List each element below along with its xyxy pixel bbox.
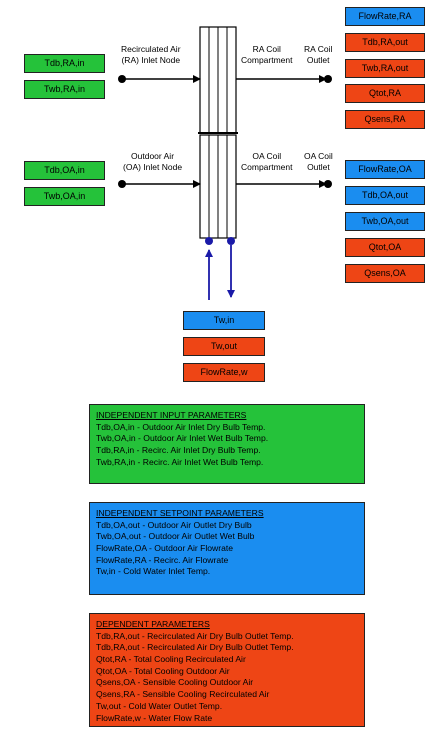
legend-input-item: Tdb,RA,in - Recirc. Air Inlet Dry Bulb T… (96, 445, 261, 456)
legend-dependent-item: FlowRate,w - Water Flow Rate (96, 712, 213, 723)
ra-air-stream (118, 75, 332, 83)
water-outlet-node (227, 237, 235, 245)
legend-dependent-item: Qsens,RA - Sensible Cooling Recirculated… (96, 689, 270, 700)
legend-dependent-title: DEPENDENT PARAMETERS (96, 619, 210, 629)
water-lines (205, 237, 235, 300)
legend-setpoint-title: INDEPENDENT SETPOINT PARAMETERS (96, 508, 264, 518)
twb-oa-out-box: Twb,OA,out (345, 212, 425, 231)
legend-setpoint-item: FlowRate,RA - Recirc. Air Flowrate (96, 554, 229, 565)
legend-dependent-item: Qsens,OA - Sensible Cooling Outdoor Air (96, 677, 254, 688)
legend-input-item: Tdb,OA,in - Outdoor Air Inlet Dry Bulb T… (96, 421, 266, 432)
legend-setpoint-item: Twb,OA,out - Outdoor Air Outlet Wet Bulb (96, 531, 255, 542)
legend-dependent-item: Tdb,RA,out - Recirculated Air Dry Bulb O… (96, 642, 294, 653)
oa-air-stream (118, 180, 332, 188)
tdb-oa-out-box: Tdb,OA,out (345, 186, 425, 205)
legend-setpoint-item: Tdb,OA,out - Outdoor Air Outlet Dry Bulb (96, 519, 252, 530)
tw-in-box: Tw,in (183, 311, 265, 330)
legend-input-title: INDEPENDENT INPUT PARAMETERS (96, 410, 247, 420)
oa-outlet-node (324, 180, 332, 188)
ra-inlet-label: Recirculated Air(RA) Inlet Node (121, 44, 181, 65)
legend-input-item: Twb,RA,in - Recirc. Air Inlet Wet Bulb T… (96, 456, 264, 467)
qsens-ra-box: Qsens,RA (345, 110, 425, 129)
legend-dependent-item: Tw,out - Cold Water Outlet Temp. (96, 700, 223, 711)
legend-setpoint-parameters: INDEPENDENT SETPOINT PARAMETERS Tdb,OA,o… (89, 502, 365, 595)
tw-out-box: Tw,out (183, 337, 265, 356)
twb-ra-in-box: Twb,RA,in (24, 80, 105, 99)
flowrate-w-box: FlowRate,w (183, 363, 265, 382)
qtot-oa-box: Qtot,OA (345, 238, 425, 257)
legend-input-item: Twb,OA,in - Outdoor Air Inlet Wet Bulb T… (96, 433, 269, 444)
legend-setpoint-item: Tw,in - Cold Water Inlet Temp. (96, 566, 211, 577)
tdb-oa-in-box: Tdb,OA,in (24, 161, 105, 180)
flowrate-oa-box: FlowRate,OA (345, 160, 425, 179)
legend-setpoint-item: FlowRate,OA - Outdoor Air Flowrate (96, 543, 234, 554)
ra-outlet-node (324, 75, 332, 83)
legend-dependent-item: Qtot,RA - Total Cooling Recirculated Air (96, 654, 246, 665)
water-inlet-node (205, 237, 213, 245)
legend-dependent-parameters: DEPENDENT PARAMETERS Tdb,RA,out - Recirc… (89, 613, 365, 727)
qsens-oa-box: Qsens,OA (345, 264, 425, 283)
legend-input-parameters: INDEPENDENT INPUT PARAMETERS Tdb,OA,in -… (89, 404, 365, 484)
twb-oa-in-box: Twb,OA,in (24, 187, 105, 206)
legend-dependent-item: Qtot,OA - Total Cooling Outdoor Air (96, 665, 230, 676)
oa-coil (199, 134, 237, 239)
legend-dependent-item: Tdb,RA,out - Recirculated Air Dry Bulb O… (96, 630, 294, 641)
oa-inlet-label: Outdoor Air(OA) Inlet Node (123, 151, 183, 172)
qtot-ra-box: Qtot,RA (345, 84, 425, 103)
flowrate-ra-box: FlowRate,RA (345, 7, 425, 26)
tdb-ra-in-box: Tdb,RA,in (24, 54, 105, 73)
tdb-ra-out-box: Tdb,RA,out (345, 33, 425, 52)
twb-ra-out-box: Twb,RA,out (345, 59, 425, 78)
ra-coil (199, 26, 237, 134)
